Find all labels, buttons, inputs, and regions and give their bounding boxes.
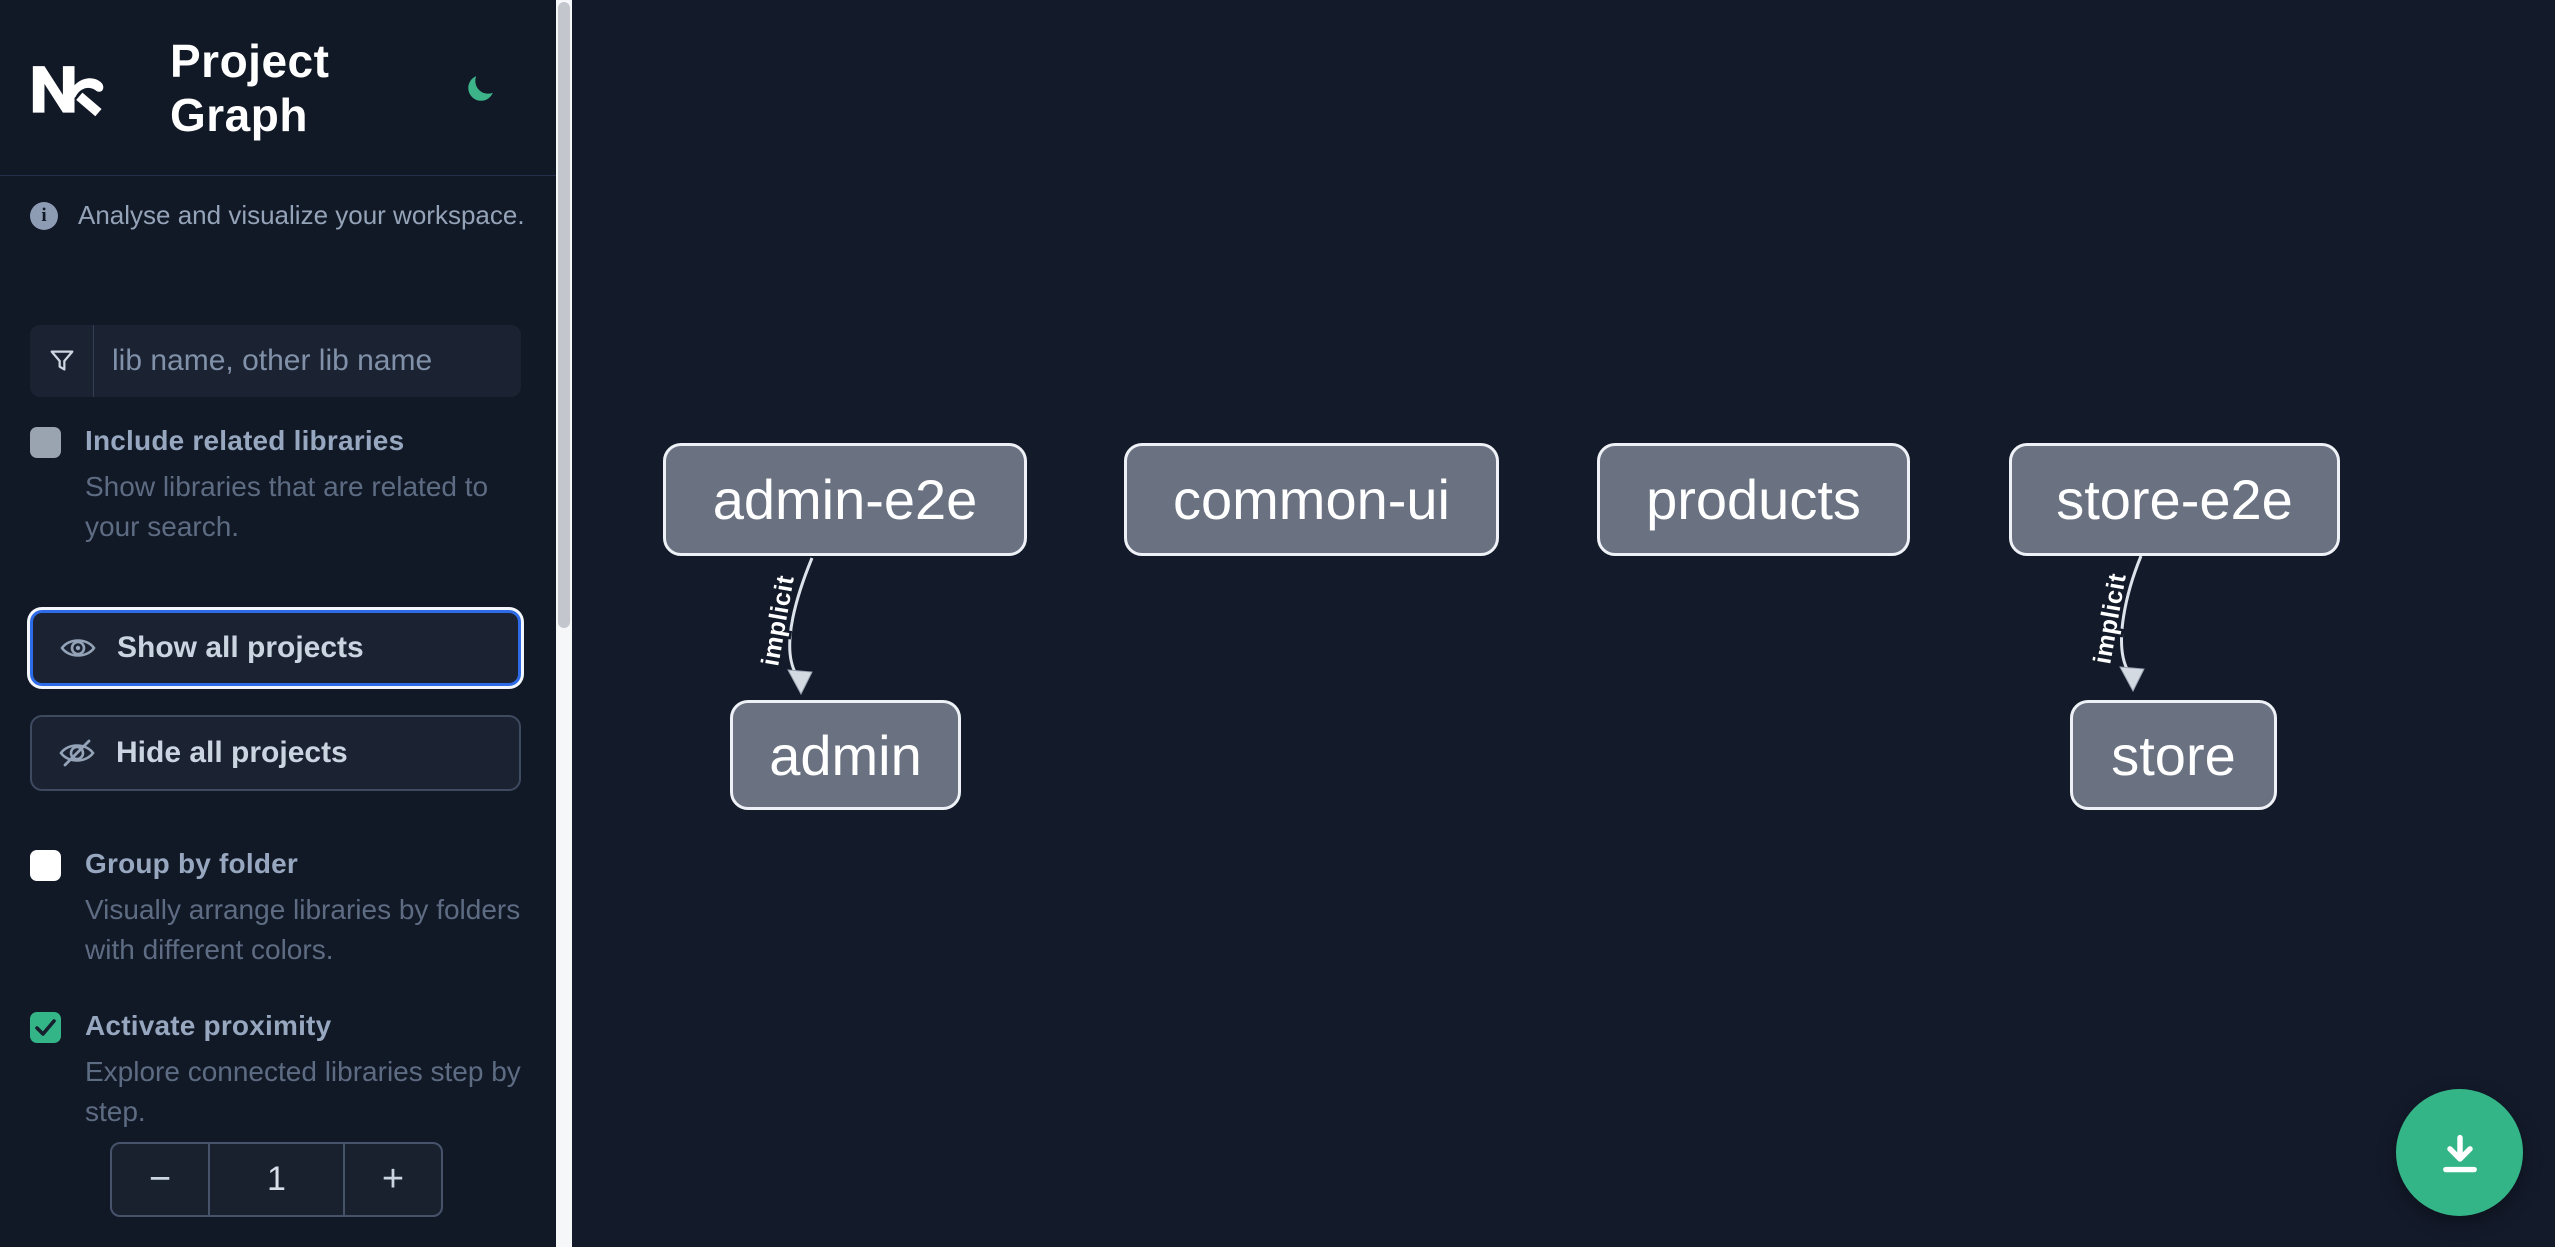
moon-icon — [468, 75, 494, 101]
checkbox-include-related[interactable] — [30, 427, 61, 458]
nx-logo — [32, 65, 104, 116]
hide-all-projects-label: Hide all projects — [116, 736, 348, 769]
eye-icon — [60, 639, 96, 657]
node-admin-e2e[interactable]: admin-e2e — [663, 443, 1027, 556]
show-all-projects-label: Show all projects — [117, 631, 364, 664]
graph-edges: implicit implicit — [754, 555, 2145, 696]
toggle-description: Visually arrange libraries by folders wi… — [85, 894, 521, 965]
edge-store-e2e-store: implicit — [2086, 555, 2145, 693]
toggle-title: Activate proximity — [85, 1010, 332, 1041]
show-all-projects-button[interactable]: Show all projects — [30, 610, 521, 686]
toggle-description: Explore connected libraries step by step… — [85, 1056, 521, 1127]
eye-off-icon — [59, 739, 95, 767]
toggle-title: Group by folder — [85, 848, 298, 879]
filter-box — [30, 325, 521, 397]
toggle-group-by-folder[interactable]: Group by folder Visually arrange librari… — [30, 848, 520, 970]
proximity-depth-stepper: − 1 + — [110, 1142, 443, 1217]
node-common-ui[interactable]: common-ui — [1124, 443, 1499, 556]
node-products[interactable]: products — [1597, 443, 1910, 556]
filter-input[interactable] — [94, 325, 521, 397]
page-title: Project Graph — [170, 34, 330, 141]
toggle-activate-proximity[interactable]: Activate proximity Explore connected lib… — [30, 1010, 521, 1132]
theme-toggle-button[interactable] — [461, 66, 502, 110]
info-icon — [30, 201, 58, 230]
edge-admin-e2e-admin: implicit — [754, 557, 814, 696]
checkmark-icon — [35, 1019, 56, 1036]
project-graph-canvas[interactable]: implicit implicit admin-e2e common-ui pr… — [572, 0, 2555, 1247]
download-image-button[interactable] — [2396, 1089, 2523, 1216]
tagline-text: Analyse and visualize your workspace. — [78, 200, 525, 230]
sidebar-scrollbar-thumb[interactable] — [558, 2, 570, 628]
hide-all-projects-button[interactable]: Hide all projects — [30, 715, 521, 791]
toggle-description: Show libraries that are related to your … — [85, 471, 489, 542]
node-store[interactable]: store — [2070, 700, 2277, 810]
sidebar-header: Project Graph — [0, 0, 556, 176]
sidebar-scrollbar-track[interactable] — [556, 0, 572, 1247]
increment-button[interactable]: + — [345, 1144, 441, 1215]
stepper-value: 1 — [208, 1144, 345, 1215]
funnel-icon — [30, 325, 94, 397]
toggle-title: Include related libraries — [85, 425, 405, 456]
toggle-include-related[interactable]: Include related libraries Show libraries… — [30, 425, 510, 547]
sidebar: Project Graph Analyse and visualize your… — [0, 0, 556, 1247]
checkbox-group-by-folder[interactable] — [30, 850, 61, 881]
edge-label: implicit — [2088, 571, 2131, 666]
node-store-e2e[interactable]: store-e2e — [2009, 443, 2340, 556]
tagline: Analyse and visualize your workspace. — [30, 200, 525, 231]
decrement-button[interactable]: − — [112, 1144, 208, 1215]
node-admin[interactable]: admin — [730, 700, 961, 810]
download-icon — [2442, 1134, 2477, 1172]
checkbox-activate-proximity[interactable] — [30, 1012, 61, 1043]
